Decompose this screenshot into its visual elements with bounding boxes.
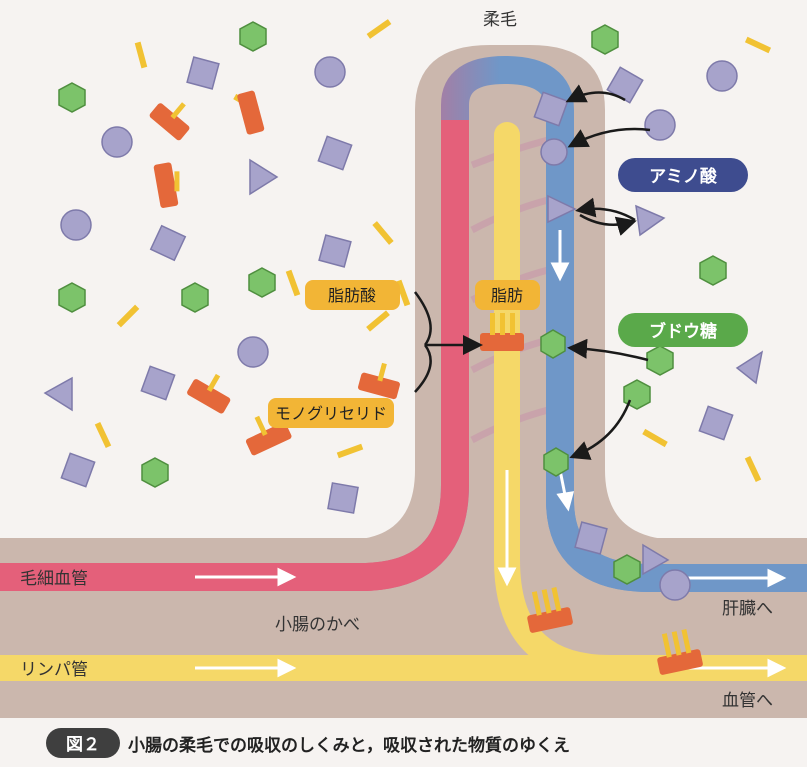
lymph-label: リンパ管 [20, 660, 88, 680]
monoglyceride-label: モノグリセリド [268, 398, 394, 428]
fat-label: 脂肪 [475, 280, 540, 310]
to-liver-label: 肝臓へ [722, 599, 773, 619]
fatty-acid-label: 脂肪酸 [305, 280, 400, 310]
glucose-label: ブドウ糖 [618, 313, 748, 347]
svg-text:アミノ酸: アミノ酸 [649, 166, 718, 187]
fat-molecules [480, 313, 703, 675]
villus-label: 柔毛 [483, 10, 517, 30]
svg-text:図２: 図２ [66, 735, 100, 755]
to-blood-label: 血管へ [722, 691, 773, 711]
svg-text:脂肪: 脂肪 [491, 286, 523, 305]
amino-acid-label: アミノ酸 [618, 158, 748, 192]
figure-caption: 図２ 小腸の柔毛での吸収のしくみと，吸収された物質のゆくえ [46, 728, 570, 758]
absorption-arrows [414, 84, 651, 460]
vessel-particles [533, 91, 691, 601]
caption-badge [46, 728, 120, 758]
capillary-label: 毛細血管 [20, 569, 88, 589]
svg-text:ブドウ糖: ブドウ糖 [649, 321, 717, 342]
caption-text: 小腸の柔毛での吸収のしくみと，吸収された物質のゆくえ [128, 735, 570, 756]
lumen-particles [43, 19, 772, 514]
svg-text:脂肪酸: 脂肪酸 [328, 286, 376, 305]
intestine-wall-label: 小腸のかべ [275, 615, 360, 635]
flow-arrows [195, 230, 787, 678]
svg-text:モノグリセリド: モノグリセリド [275, 404, 387, 423]
